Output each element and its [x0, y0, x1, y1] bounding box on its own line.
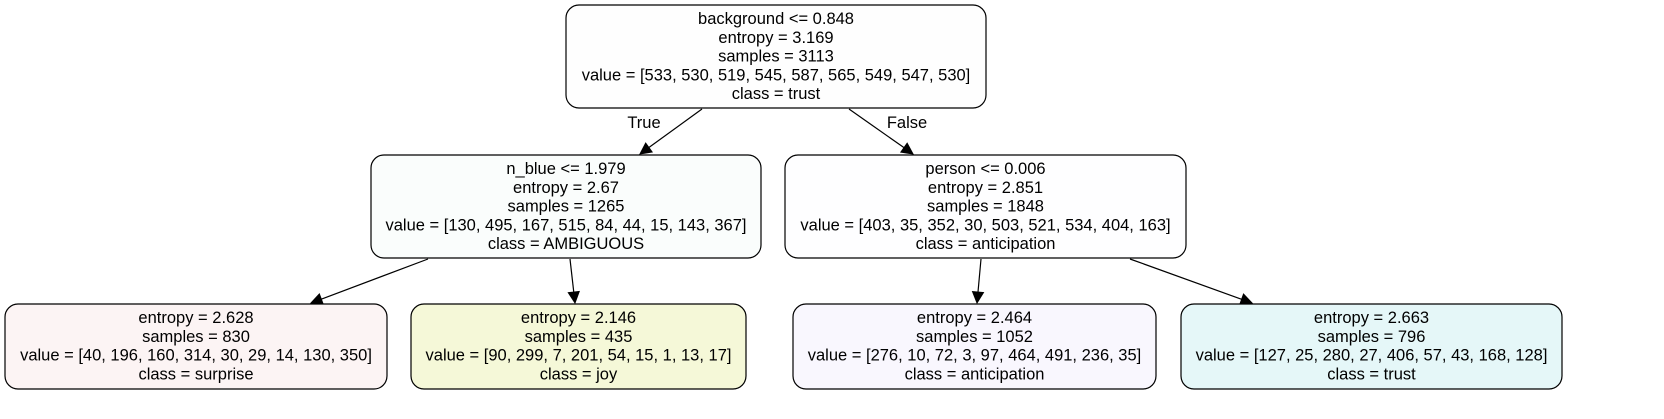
arrowhead-icon [971, 290, 985, 305]
node-text-line: class = trust [1327, 365, 1416, 383]
edge-line [977, 258, 982, 293]
node-text-line: class = anticipation [916, 235, 1056, 253]
tree-edge: False [848, 108, 927, 155]
node-text-line: class = anticipation [905, 365, 1045, 383]
edge-line [648, 108, 703, 149]
node-box [1180, 303, 1563, 390]
edge-line [848, 108, 905, 149]
node-text-line: class = joy [540, 365, 618, 383]
tree-edge [567, 258, 580, 305]
arrowhead-icon [899, 142, 914, 155]
node-text-line: samples = 830 [142, 328, 250, 346]
node-text-line: class = surprise [138, 365, 253, 383]
node-text-line: samples = 1052 [916, 328, 1033, 346]
node-text-line: n_blue <= 1.979 [506, 160, 625, 178]
node-text-line: samples = 796 [1318, 328, 1426, 346]
edge-label-true: True [627, 114, 660, 132]
tree-edge [309, 258, 429, 305]
node-text-line: samples = 435 [525, 328, 633, 346]
node-text-line: samples = 3113 [718, 48, 834, 66]
edge-line [321, 258, 429, 300]
node-box [792, 303, 1157, 390]
node-text-line: entropy = 2.464 [917, 309, 1032, 327]
node-text-line: value = [403, 35, 352, 30, 503, 521, 534… [800, 216, 1170, 234]
node-text-line: value = [40, 196, 160, 314, 30, 29, 14, … [20, 347, 372, 365]
edge-label-false: False [887, 114, 927, 132]
node-text-line: background <= 0.848 [698, 10, 854, 28]
node-text-line: class = AMBIGUOUS [488, 235, 644, 253]
node-box [4, 303, 388, 390]
node-box [370, 154, 762, 259]
node-text-line: value = [533, 530, 519, 545, 587, 565, 5… [582, 66, 971, 84]
tree-edge [971, 258, 985, 305]
arrowhead-icon [639, 142, 654, 155]
node-text-line: value = [130, 495, 167, 515, 84, 44, 15,… [385, 216, 746, 234]
node-text-line: value = [127, 25, 280, 27, 406, 57, 43, … [1196, 347, 1548, 365]
node-text-line: entropy = 2.146 [521, 309, 636, 327]
node-text-line: entropy = 2.67 [513, 179, 619, 197]
node-box [565, 4, 987, 109]
node-text-line: entropy = 2.851 [928, 179, 1043, 197]
node-text-line: class = trust [732, 85, 821, 103]
node-text-line: value = [276, 10, 72, 3, 97, 464, 491, 2… [808, 347, 1141, 365]
node-text-line: entropy = 2.663 [1314, 309, 1429, 327]
node-box [410, 303, 747, 390]
edge-line [569, 258, 575, 293]
node-text-line: person <= 0.006 [925, 160, 1045, 178]
node-text-line: entropy = 2.628 [138, 309, 253, 327]
tree-edge [1129, 258, 1254, 306]
node-box [784, 154, 1187, 259]
node-text-line: entropy = 3.169 [718, 29, 833, 47]
arrowhead-icon [309, 293, 324, 305]
edge-line [1129, 258, 1242, 300]
node-text-line: samples = 1848 [927, 198, 1044, 216]
node-text-line: samples = 1265 [508, 198, 625, 216]
arrowhead-icon [567, 290, 580, 305]
node-text-line: value = [90, 299, 7, 201, 54, 15, 1, 13,… [426, 347, 732, 365]
arrowhead-icon [1239, 293, 1254, 306]
tree-edge: True [627, 108, 703, 155]
